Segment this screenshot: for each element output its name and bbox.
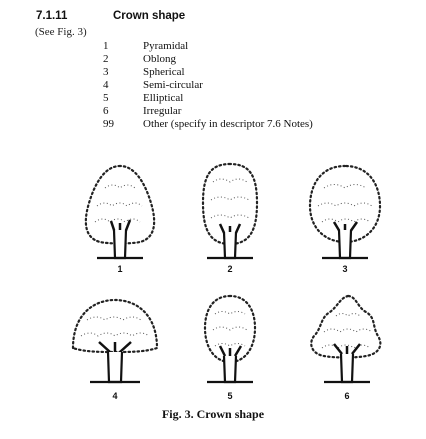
option-row: 5 Elliptical xyxy=(103,92,313,105)
option-code: 1 xyxy=(103,40,109,52)
option-label: Spherical xyxy=(143,66,185,78)
option-row: 4 Semi-circular xyxy=(103,79,313,92)
tree-elliptical-illustration xyxy=(203,294,257,384)
option-code: 99 xyxy=(103,118,114,130)
tree-semi-circular-illustration xyxy=(71,298,159,384)
figure-reference: (See Fig. 3) xyxy=(35,26,87,38)
option-label: Pyramidal xyxy=(143,40,189,52)
option-row: 1 Pyramidal xyxy=(103,40,313,53)
tree-irregular-illustration xyxy=(310,294,382,384)
tree-label: 2 xyxy=(227,264,233,274)
tree-label: 1 xyxy=(117,264,123,274)
descriptor-title: Crown shape xyxy=(113,10,186,22)
option-label: Irregular xyxy=(143,105,182,117)
figure-caption: Fig. 3. Crown shape xyxy=(161,407,265,421)
option-label: Other (specify in descriptor 7.6 Notes) xyxy=(143,118,313,130)
option-code: 3 xyxy=(103,66,109,78)
option-row: 6 Irregular xyxy=(103,105,313,118)
option-label: Semi-circular xyxy=(143,79,203,91)
options-list: 1 Pyramidal 2 Oblong 3 Spherical 4 Semi-… xyxy=(103,40,313,131)
option-code: 4 xyxy=(103,79,109,91)
tree-label: 4 xyxy=(112,391,118,401)
descriptor-code: 7.1.11 xyxy=(36,10,68,22)
option-label: Elliptical xyxy=(143,92,184,104)
tree-oblong-illustration xyxy=(201,162,259,260)
option-row: 3 Spherical xyxy=(103,66,313,79)
tree-label: 5 xyxy=(227,391,233,401)
option-row: 99 Other (specify in descriptor 7.6 Note… xyxy=(103,118,313,131)
tree-label: 6 xyxy=(344,391,350,401)
option-code: 2 xyxy=(103,53,109,65)
option-label: Oblong xyxy=(143,53,176,65)
tree-spherical-illustration xyxy=(308,164,382,260)
tree-pyramidal-illustration xyxy=(84,164,156,260)
option-row: 2 Oblong xyxy=(103,53,313,66)
tree-label: 3 xyxy=(342,264,348,274)
option-code: 6 xyxy=(103,105,109,117)
option-code: 5 xyxy=(103,92,109,104)
